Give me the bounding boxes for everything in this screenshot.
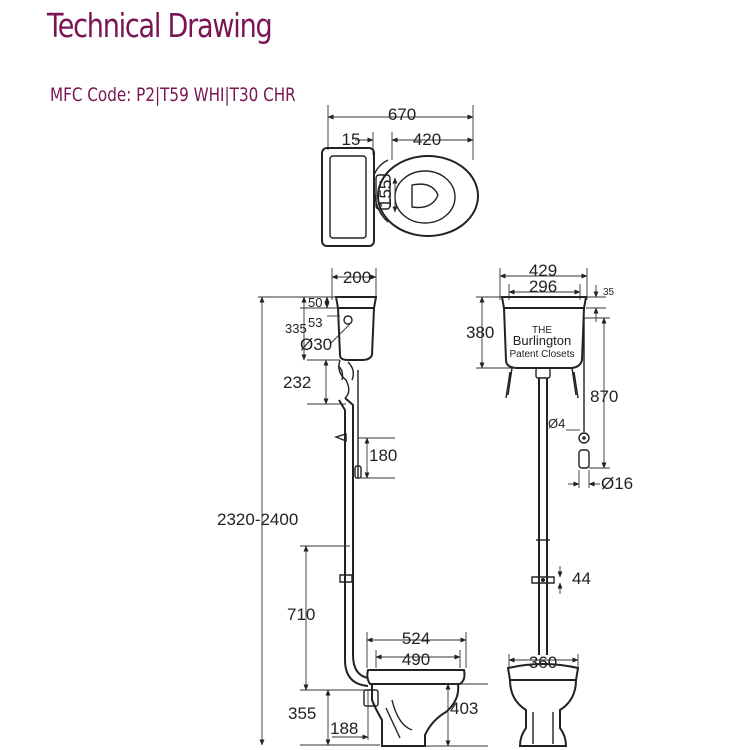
dim-front-429: 429: [529, 261, 557, 280]
dim-side-232: 232: [283, 373, 311, 392]
dim-side-d30: Ø30: [300, 335, 332, 354]
cistern-brand-line1: THE: [532, 325, 552, 336]
top-view: 670 15 420 155: [321, 105, 479, 247]
dim-front-380: 380: [466, 323, 494, 342]
dim-front-44: 44: [572, 569, 591, 588]
bowl-front: [508, 679, 578, 747]
dim-top-155: 155: [376, 180, 395, 208]
cistern-brand-line3: Patent Closets: [509, 349, 574, 360]
mfc-code: P2|T59 WHI|T30 CHR: [136, 84, 296, 106]
cistern-top: [321, 147, 375, 247]
dim-side-355: 355: [288, 704, 316, 723]
cistern-lid-side: [334, 296, 378, 309]
dim-front-d4: Ø4: [548, 416, 565, 431]
dim-front-360: 360: [529, 653, 557, 672]
dim-front-870: 870: [590, 387, 618, 406]
cistern-brand-line2: Burlington: [513, 333, 572, 348]
mfc-code-line: MFC Code: P2|T59 WHI|T30 CHR: [50, 84, 296, 106]
dim-top-15: 15: [342, 130, 361, 149]
front-view: 429 296 THE Burlington Patent Closets 35…: [466, 261, 633, 747]
dim-side-335: 335: [285, 321, 307, 336]
dim-front-296: 296: [529, 277, 557, 296]
dim-front-d16: Ø16: [601, 474, 633, 493]
dim-side-490: 490: [402, 650, 430, 669]
side-view: 200 180 50 335 53 Ø30 232: [217, 268, 488, 747]
dim-side-524: 524: [402, 629, 430, 648]
dim-side-50: 50: [308, 295, 322, 310]
seat-front: [506, 663, 580, 681]
dim-side-188: 188: [330, 719, 358, 738]
dim-front-35: 35: [603, 287, 615, 298]
dim-side-710: 710: [287, 605, 315, 624]
dim-side-200: 200: [343, 268, 371, 287]
cistern-front: [502, 307, 586, 369]
dim-top-width: 670: [388, 105, 416, 124]
cistern-side: [336, 307, 376, 361]
bowl-side: [371, 683, 460, 747]
page-title: Technical Drawing: [47, 6, 273, 45]
seat-side: [366, 669, 466, 685]
cistern-lid-front: [500, 296, 588, 309]
dim-top-420: 420: [413, 130, 441, 149]
dim-side-180: 180: [369, 446, 397, 465]
bowl-top: [377, 155, 479, 237]
dim-side-53: 53: [308, 315, 322, 330]
dim-side-total: 2320-2400: [217, 510, 298, 529]
mfc-label: MFC Code:: [50, 84, 132, 106]
dim-side-403: 403: [450, 699, 478, 718]
